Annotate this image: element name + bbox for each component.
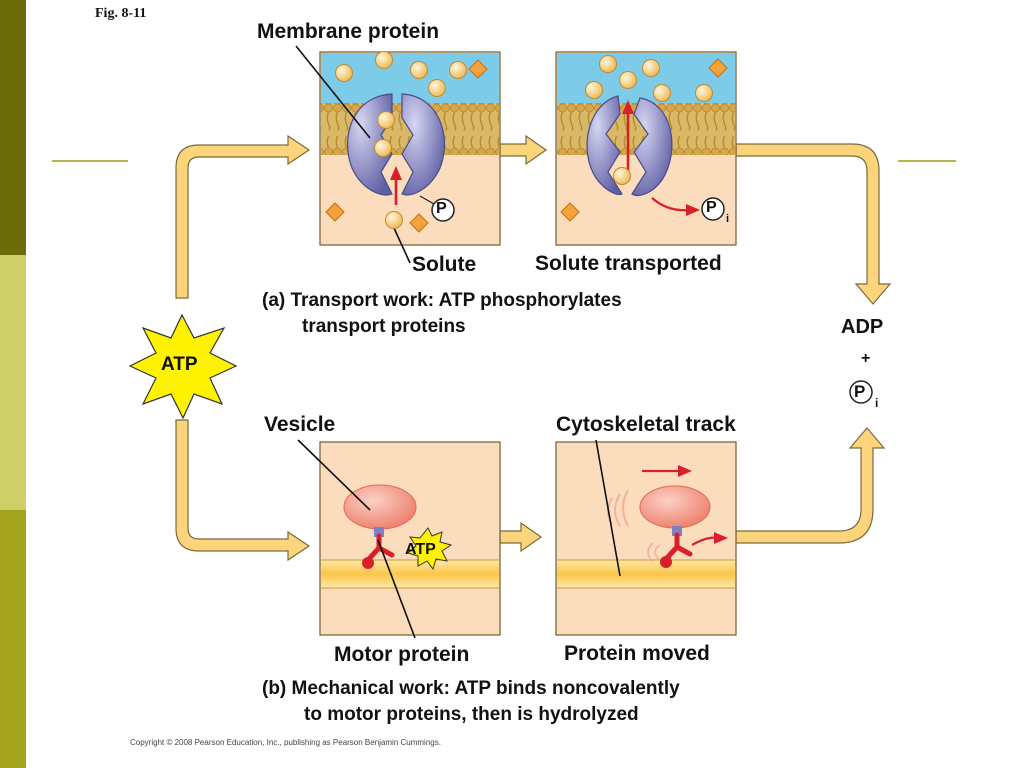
released-phosphate-subscript: i [726, 213, 730, 225]
released-phosphate [701, 197, 725, 221]
caption-transport-line2: transport proteins [302, 316, 466, 337]
solute-molecule [385, 211, 403, 229]
solute-particle [409, 213, 429, 233]
solute-molecule [619, 71, 637, 89]
slide-sidebar [0, 0, 26, 768]
sidebar-segment-light [0, 255, 26, 510]
arrow-transport-step [499, 134, 548, 166]
label-vesicle: Vesicle [264, 413, 336, 436]
transport-protein-open-left [586, 95, 623, 196]
solute-particle [468, 59, 488, 79]
phosphate-symbol: P [436, 200, 447, 217]
solute-molecule [377, 111, 395, 129]
caption-transport-line1: (a) Transport work: ATP phosphorylates [262, 290, 622, 311]
arrow-atp-to-mechanical [175, 419, 311, 562]
label-solute: Solute [412, 253, 477, 276]
solute-molecule [695, 84, 713, 102]
transport-protein-open-right [631, 97, 673, 197]
label-cytoskeletal-track: Cytoskeletal track [556, 413, 736, 436]
sidebar-segment-dark [0, 0, 26, 255]
accent-line-right [898, 160, 956, 162]
solute-molecule [374, 139, 392, 157]
arrow-mechanical-step [499, 521, 543, 553]
solute-molecule [642, 59, 660, 77]
solute-molecule [375, 51, 393, 69]
transport-protein-right-half [401, 93, 446, 196]
label-motor-protein: Motor protein [334, 643, 470, 666]
solute-molecule [585, 81, 603, 99]
arrow-transport-to-adp [735, 143, 892, 305]
arrow-mechanical-to-adp [735, 427, 886, 544]
accent-line-left [52, 160, 128, 162]
figure-number: Fig. 8-11 [95, 6, 147, 21]
phosphate-group [431, 198, 455, 222]
label-protein-moved: Protein moved [564, 642, 710, 665]
caption-mechanical-line1: (b) Mechanical work: ATP binds noncovale… [262, 678, 680, 699]
panel-mechanical-before [319, 441, 501, 636]
atp-main-star [128, 313, 238, 420]
solute-molecule [428, 79, 446, 97]
atp-bound-star [406, 527, 453, 571]
solute-molecule [449, 61, 467, 79]
solute-particle [708, 58, 728, 78]
solute-particle [325, 202, 345, 222]
solute-molecule [599, 55, 617, 73]
solute-molecule [335, 64, 353, 82]
solute-molecule [613, 167, 631, 185]
pi-symbol: P [854, 382, 866, 401]
flow-arrows [175, 134, 892, 562]
copyright-notice: Copyright © 2008 Pearson Education, Inc.… [130, 738, 441, 747]
atp-main-label: ATP [161, 354, 198, 375]
pi-subscript: i [875, 396, 879, 410]
plus-sign: + [861, 350, 871, 367]
solute-molecule [653, 84, 671, 102]
sidebar-segment-mid [0, 510, 26, 768]
pi-circle [849, 380, 873, 404]
panel-mechanical-after [555, 441, 737, 636]
panel-transport-after [555, 51, 737, 246]
atp-bound-label: ATP [405, 541, 436, 558]
adp-label: ADP [841, 316, 884, 338]
panel-transport-before [319, 51, 501, 246]
solute-molecule [410, 61, 428, 79]
label-membrane-protein: Membrane protein [257, 20, 440, 43]
label-solute-transported: Solute transported [535, 252, 722, 275]
leader-lines [295, 45, 621, 639]
released-phosphate-symbol: P [706, 199, 717, 216]
caption-mechanical-line2: to motor proteins, then is hydrolyzed [304, 704, 639, 725]
solute-particle [560, 202, 580, 222]
